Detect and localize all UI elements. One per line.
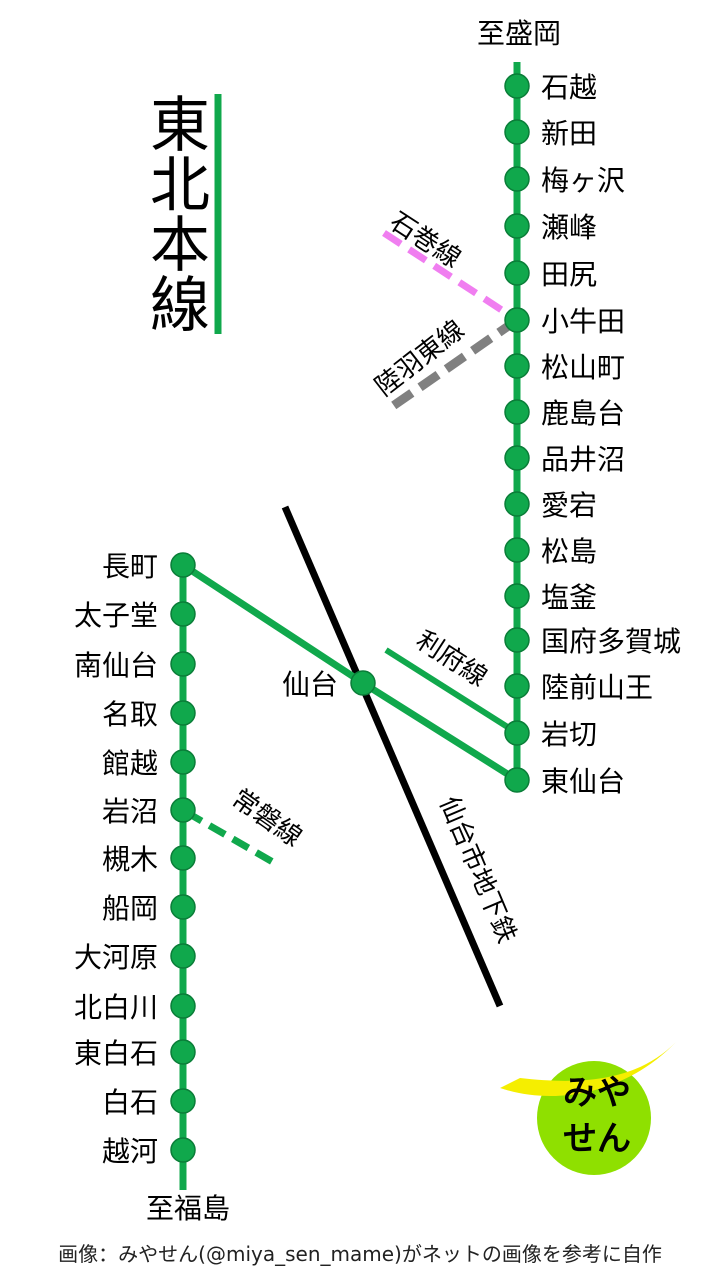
title-char: 線 bbox=[150, 271, 210, 341]
joban-line bbox=[184, 808, 280, 869]
station-label: 北白川 bbox=[74, 991, 158, 1024]
station-marker[interactable] bbox=[170, 993, 196, 1019]
station-marker[interactable] bbox=[504, 166, 530, 192]
station-label: 東仙台 bbox=[541, 765, 625, 798]
station-label: 石越 bbox=[541, 71, 597, 104]
station-marker[interactable] bbox=[170, 797, 196, 823]
station-marker[interactable] bbox=[170, 845, 196, 871]
logo-text: せん bbox=[563, 1119, 631, 1159]
station-label: 瀬峰 bbox=[541, 211, 597, 244]
station-label: 松山町 bbox=[541, 351, 625, 384]
station-marker[interactable] bbox=[504, 353, 530, 379]
station-marker[interactable] bbox=[504, 213, 530, 239]
station-marker[interactable] bbox=[350, 670, 376, 696]
station-marker[interactable] bbox=[504, 720, 530, 746]
station-marker[interactable] bbox=[504, 73, 530, 99]
station-marker[interactable] bbox=[504, 307, 530, 333]
image-credit: 画像：みやせん(@miya_sen_mame)がネットの画像を参考に自作 bbox=[58, 1242, 662, 1266]
station-marker[interactable] bbox=[504, 767, 530, 793]
subway-line bbox=[281, 505, 504, 1008]
station-label: 槻木 bbox=[102, 843, 158, 876]
station-marker[interactable] bbox=[504, 673, 530, 699]
station-label: 仙台 bbox=[282, 668, 338, 701]
right-station-list: 石越新田梅ヶ沢瀬峰田尻小牛田松山町鹿島台品井沼愛宕松島塩釜国府多賀城陸前山王岩切… bbox=[504, 71, 681, 798]
station-marker[interactable] bbox=[170, 943, 196, 969]
station-label: 名取 bbox=[102, 698, 158, 731]
station-marker[interactable] bbox=[504, 445, 530, 471]
title-char: 北 bbox=[150, 151, 210, 221]
station-marker[interactable] bbox=[170, 1088, 196, 1114]
station-label: 塩釜 bbox=[541, 581, 597, 614]
station-label: 田尻 bbox=[541, 258, 597, 291]
station-label: 岩沼 bbox=[102, 795, 158, 828]
station-marker[interactable] bbox=[170, 1039, 196, 1065]
station-marker[interactable] bbox=[170, 601, 196, 627]
station-marker[interactable] bbox=[504, 627, 530, 653]
station-marker[interactable] bbox=[170, 552, 196, 578]
logo-wing bbox=[500, 1042, 676, 1097]
station-label: 東白石 bbox=[74, 1037, 158, 1070]
title-char: 本 bbox=[150, 211, 210, 281]
ishinomaki-line bbox=[382, 230, 519, 323]
station-label: 松島 bbox=[541, 535, 597, 568]
south-terminus-label: 至福島 bbox=[146, 1192, 230, 1225]
station-marker[interactable] bbox=[504, 537, 530, 563]
station-label: 船岡 bbox=[102, 892, 158, 925]
station-marker[interactable] bbox=[504, 399, 530, 425]
station-label: 白石 bbox=[102, 1086, 158, 1119]
station-label: 館越 bbox=[102, 747, 158, 780]
station-marker[interactable] bbox=[504, 119, 530, 145]
station-marker[interactable] bbox=[504, 491, 530, 517]
station-label: 愛宕 bbox=[541, 489, 597, 522]
station-label: 小牛田 bbox=[541, 305, 625, 338]
station-label: 太子堂 bbox=[74, 599, 158, 632]
station-marker[interactable] bbox=[504, 583, 530, 609]
station-label: 長町 bbox=[102, 550, 158, 583]
logo-text: みや bbox=[563, 1073, 631, 1113]
station-marker[interactable] bbox=[170, 894, 196, 920]
station-marker[interactable] bbox=[170, 651, 196, 677]
line-title: 東 北 本 線 bbox=[150, 91, 222, 341]
rikuu-east-line bbox=[390, 316, 520, 410]
station-marker[interactable] bbox=[170, 700, 196, 726]
station-label: 鹿島台 bbox=[541, 397, 625, 430]
subway-line-label: 仙台市地下鉄 bbox=[433, 792, 522, 947]
station-label: 国府多賀城 bbox=[541, 625, 681, 658]
station-label: 梅ヶ沢 bbox=[541, 164, 625, 197]
north-terminus-label: 至盛岡 bbox=[477, 17, 561, 50]
station-label: 新田 bbox=[541, 117, 597, 150]
station-label: 岩切 bbox=[541, 718, 597, 751]
station-label: 陸前山王 bbox=[541, 671, 653, 704]
station-label: 大河原 bbox=[74, 941, 158, 974]
station-label: 品井沼 bbox=[541, 443, 625, 476]
station-marker[interactable] bbox=[504, 260, 530, 286]
station-marker[interactable] bbox=[170, 749, 196, 775]
rifu-line-label: 利府線 bbox=[410, 625, 492, 693]
station-label: 南仙台 bbox=[74, 649, 158, 682]
station-label: 越河 bbox=[102, 1135, 158, 1168]
rifu-line bbox=[384, 647, 519, 736]
miyasen-logo: みや せん bbox=[500, 1042, 676, 1175]
title-char: 東 bbox=[150, 91, 210, 161]
station-marker[interactable] bbox=[170, 1137, 196, 1163]
